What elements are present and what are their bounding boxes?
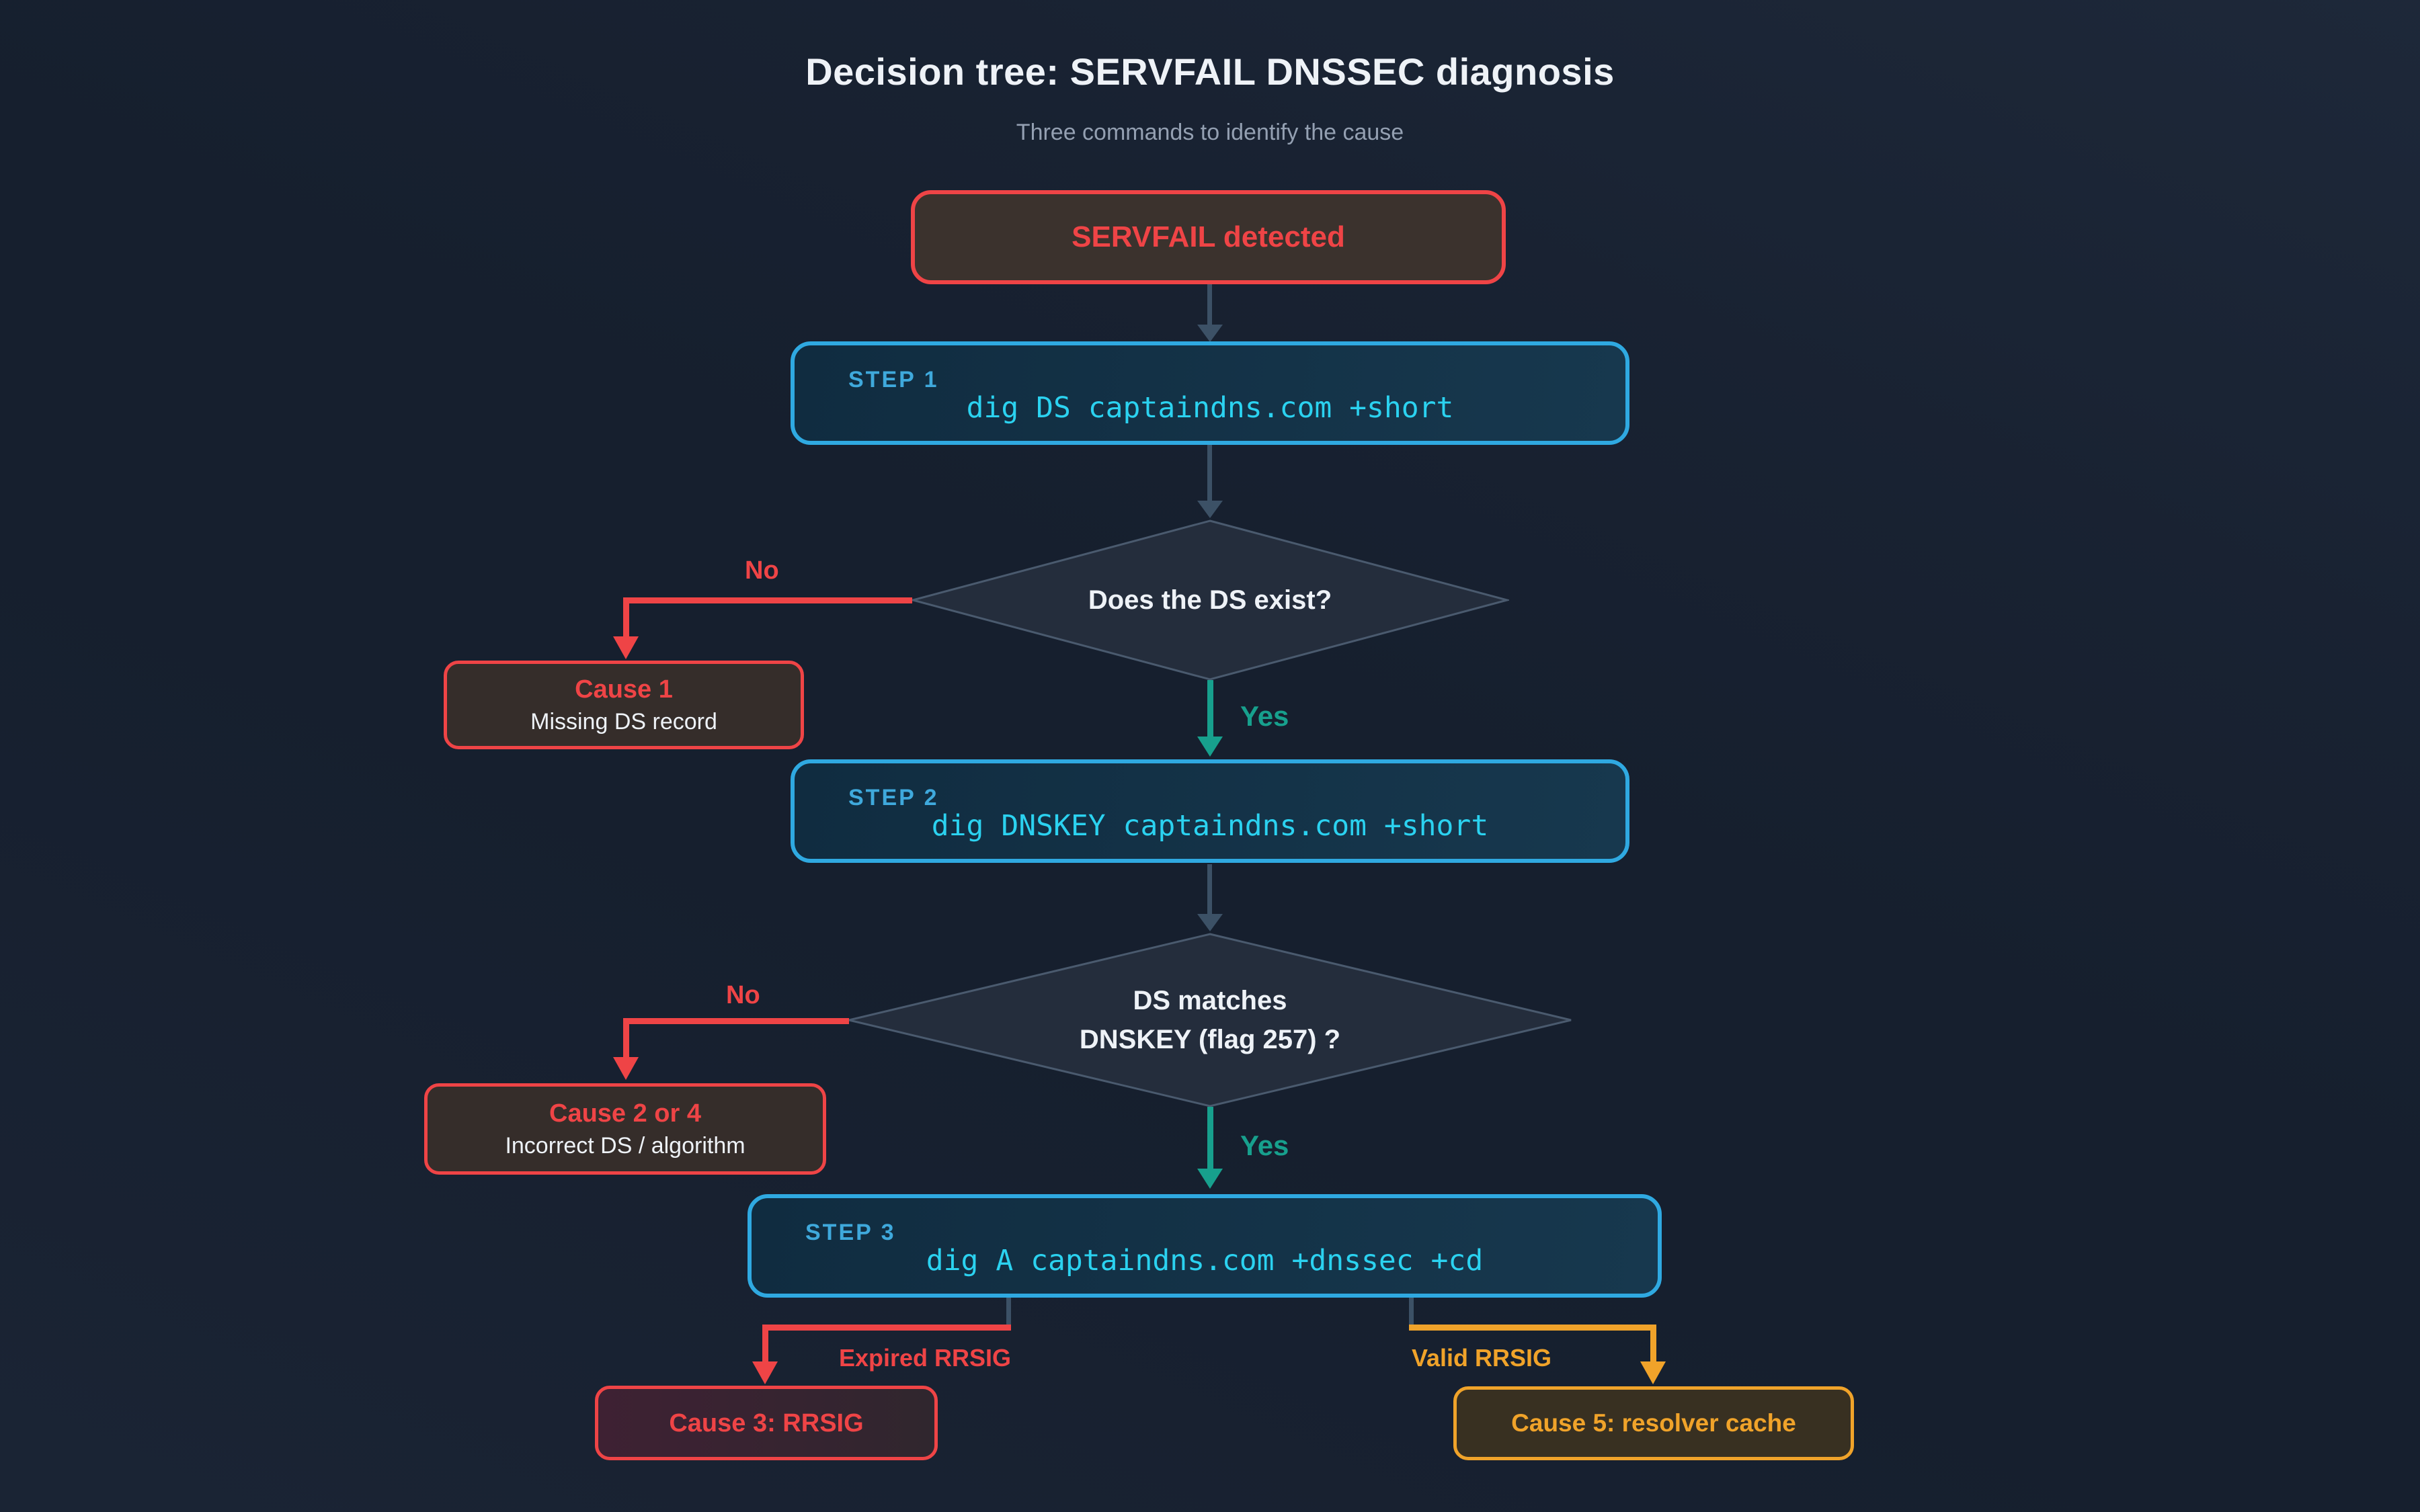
decision1-node: Does the DS exist? xyxy=(911,519,1509,681)
step2-node: STEP 2 dig DNSKEY captaindns.com +short xyxy=(791,759,1629,863)
step3-expired-line-horizontal xyxy=(762,1325,1011,1331)
cause2or4-subtitle: Incorrect DS / algorithm xyxy=(505,1133,745,1159)
page-title: Decision tree: SERVFAIL DNSSEC diagnosis xyxy=(805,50,1615,93)
decision2-yes-label: Yes xyxy=(1240,1130,1289,1161)
connector-start-step1-line xyxy=(1207,284,1212,326)
start-node-servfail: SERVFAIL detected xyxy=(911,190,1506,284)
step3-valid-line-horizontal xyxy=(1409,1325,1656,1331)
page-subtitle: Three commands to identify the cause xyxy=(1016,120,1404,145)
step1-label: STEP 1 xyxy=(848,367,939,392)
cause5-title: Cause 5: resolver cache xyxy=(1511,1409,1796,1437)
step3-expired-stem-line xyxy=(1006,1298,1011,1327)
step2-command: dig DNSKEY captaindns.com +short xyxy=(931,809,1489,843)
cause3-node: Cause 3: RRSIG xyxy=(595,1386,938,1460)
step3-node: STEP 3 dig A captaindns.com +dnssec +cd xyxy=(748,1194,1662,1298)
step1-command: dig DS captaindns.com +short xyxy=(966,391,1454,425)
cause5-node: Cause 5: resolver cache xyxy=(1453,1386,1854,1460)
step3-expired-label: Expired RRSIG xyxy=(839,1344,1012,1372)
step3-label: STEP 3 xyxy=(805,1220,896,1245)
start-node-label: SERVFAIL detected xyxy=(1072,220,1345,253)
decision1-diamond-shape xyxy=(911,519,1509,681)
step1-node: STEP 1 dig DS captaindns.com +short xyxy=(791,341,1629,445)
decision1-no-line-vertical xyxy=(623,597,629,638)
step3-command: dig A captaindns.com +dnssec +cd xyxy=(926,1244,1484,1277)
cause3-title: Cause 3: RRSIG xyxy=(669,1409,864,1437)
connector-step1-decision1-line xyxy=(1207,445,1212,502)
decision2-no-arrowhead-icon xyxy=(613,1057,639,1080)
step3-expired-line-vertical xyxy=(762,1325,768,1363)
cause1-node: Cause 1 Missing DS record xyxy=(444,661,804,749)
connector-step2-decision2-line xyxy=(1207,864,1212,915)
connector-step1-decision1-arrowhead-icon xyxy=(1197,501,1223,518)
decision2-question-line2: DNSKEY (flag 257) ? xyxy=(1079,1025,1341,1054)
decision2-question: DS matches DNSKEY (flag 257) ? xyxy=(1080,981,1340,1059)
decision1-yes-label: Yes xyxy=(1240,700,1289,732)
cause1-subtitle: Missing DS record xyxy=(530,709,717,734)
step3-valid-line-vertical xyxy=(1650,1325,1656,1363)
decision2-question-line1: DS matches xyxy=(1133,986,1287,1015)
cause2or4-title: Cause 2 or 4 xyxy=(549,1099,701,1128)
connector-start-step1-arrowhead-icon xyxy=(1197,325,1223,342)
step3-valid-stem-line xyxy=(1409,1298,1414,1327)
step3-valid-arrowhead-icon xyxy=(1640,1361,1666,1384)
decision2-yes-line xyxy=(1207,1107,1213,1170)
cause2or4-node: Cause 2 or 4 Incorrect DS / algorithm xyxy=(424,1083,826,1175)
decision2-no-line-horizontal xyxy=(626,1018,849,1024)
decision1-no-label: No xyxy=(745,556,779,585)
decision1-yes-arrowhead-icon xyxy=(1197,737,1223,757)
cause1-title: Cause 1 xyxy=(575,675,673,704)
decision2-no-line-vertical xyxy=(623,1018,629,1058)
decision1-no-arrowhead-icon xyxy=(613,636,639,659)
decision2-yes-arrowhead-icon xyxy=(1197,1169,1223,1189)
decision1-no-line-horizontal xyxy=(626,597,912,603)
decision2-no-label: No xyxy=(726,981,760,1009)
decision2-diamond-shape xyxy=(848,933,1572,1107)
decision2-node: DS matches DNSKEY (flag 257) ? xyxy=(847,933,1573,1107)
decision1-question: Does the DS exist? xyxy=(1088,585,1332,615)
step2-label: STEP 2 xyxy=(848,785,939,810)
step3-valid-label: Valid RRSIG xyxy=(1412,1344,1552,1372)
step3-expired-arrowhead-icon xyxy=(752,1361,778,1384)
decision1-yes-line xyxy=(1207,680,1213,738)
connector-step2-decision2-arrowhead-icon xyxy=(1197,914,1223,931)
